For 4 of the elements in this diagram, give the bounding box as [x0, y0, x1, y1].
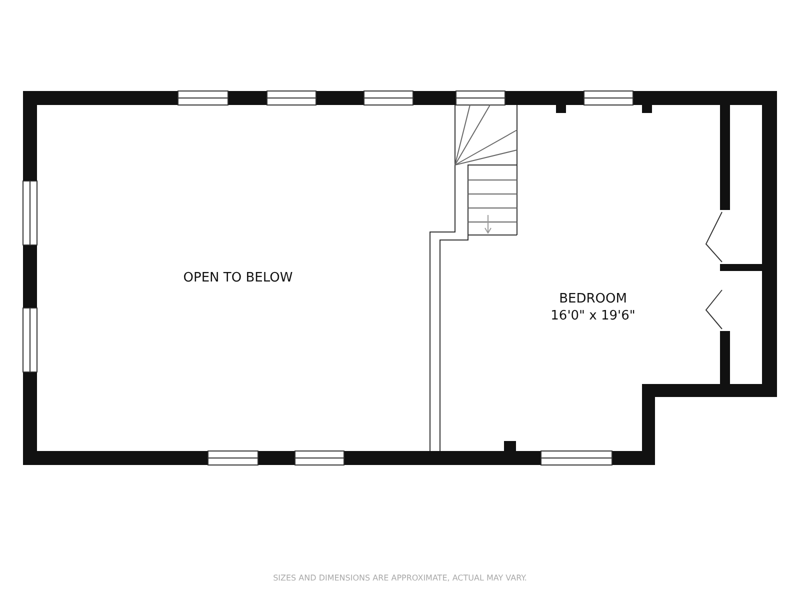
- dimension-label: 16'0" x 19'6": [550, 308, 636, 324]
- room-label: OPEN TO BELOW: [183, 270, 293, 286]
- room-label: BEDROOM: [559, 292, 627, 306]
- disclaimer-note: SIZES AND DIMENSIONS ARE APPROXIMATE, ACTUAL MAY VARY.: [273, 574, 527, 582]
